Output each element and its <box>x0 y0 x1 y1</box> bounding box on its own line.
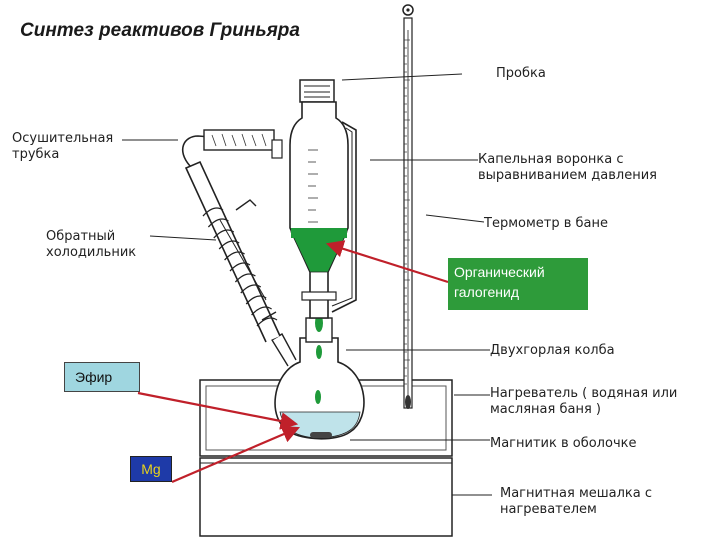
halide-label-box: Органический галогенид <box>448 258 588 310</box>
stopper <box>299 79 335 103</box>
stir-bar <box>310 432 332 438</box>
drop <box>316 345 322 359</box>
arrow-mg <box>171 425 301 484</box>
label-stirrer: Магнитная мешалка с нагревателем <box>500 486 653 517</box>
leader-line <box>149 235 217 241</box>
arrow-halide <box>325 240 449 284</box>
drying-tube <box>181 129 283 167</box>
label-stopper: Пробка <box>496 66 546 81</box>
arrow-ether <box>137 391 299 430</box>
dropping-funnel <box>289 79 357 319</box>
two-neck-flask <box>271 314 365 440</box>
condenser-coil <box>202 207 278 327</box>
thermometer <box>402 4 414 409</box>
label-heater: Нагреватель ( водяная или масляная баня … <box>490 386 678 417</box>
reflux-condenser <box>184 160 281 343</box>
mg-label-box: Mg <box>130 456 172 482</box>
leader-line <box>425 214 485 223</box>
drop <box>315 390 321 404</box>
label-thermometer: Термометр в бане <box>484 216 608 231</box>
magnetic-stirrer-base <box>199 457 453 537</box>
label-condenser: Обратный холодильник <box>46 229 137 260</box>
label-drying-tube: Осушительная трубка <box>12 131 114 162</box>
label-flask: Двухгорлая колба <box>490 343 615 358</box>
label-dropping-funnel: Капельная воронка с выравниванием давлен… <box>478 152 657 183</box>
page-title: Синтез реактивов Гриньяра <box>20 20 300 41</box>
leader-line <box>341 73 463 81</box>
label-stir-bar: Магнитик в оболочке <box>490 436 637 451</box>
ether-label-box: Эфир <box>64 362 140 392</box>
